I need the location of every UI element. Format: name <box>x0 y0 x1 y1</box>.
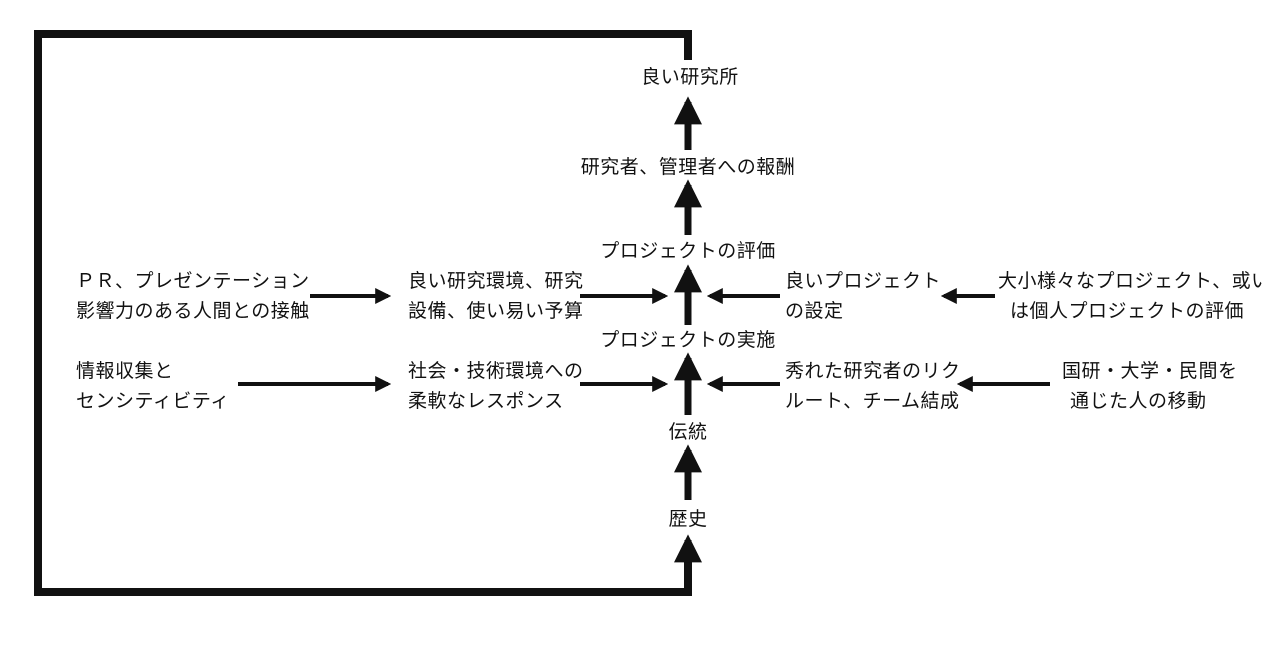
mobility-line-1: 国研・大学・民間を <box>1062 360 1238 382</box>
project-setting-box: 良いプロジェクト の設定 <box>785 266 941 326</box>
pr-line-1: ＰＲ、プレゼンテーション <box>76 270 310 292</box>
proj-eval-line-2: は個人プロジェクトの評価 <box>1010 300 1245 322</box>
response-line-1: 社会・技術環境への <box>408 360 584 382</box>
setting-line-1: 良いプロジェクト <box>785 270 942 292</box>
recruit-line-1: 秀れた研究者のリク <box>785 360 961 382</box>
info-line-2: センシティビティ <box>76 390 230 412</box>
people-mobility-box: 国研・大学・民間を 通じた人の移動 <box>1062 356 1238 416</box>
feedback-loop-frame <box>34 30 692 596</box>
tradition-label: 伝統 <box>668 421 708 443</box>
flexible-response-box: 社会・技術環境への 柔軟なレスポンス <box>408 356 584 416</box>
env-line-1: 良い研究環境、研究 <box>408 270 584 292</box>
pr-line-2: 影響力のある人間との接触 <box>76 300 310 322</box>
setting-line-2: の設定 <box>785 300 844 322</box>
proj-eval-line-1: 大小様々なプロジェクト、或い <box>998 270 1263 292</box>
research-environment-box: 良い研究環境、研究 設備、使い易い予算 <box>408 266 584 326</box>
reward-label: 研究者、管理者への報酬 <box>580 156 796 178</box>
good-lab-label: 良い研究所 <box>641 66 739 88</box>
recruitment-box: 秀れた研究者のリク ルート、チーム結成 <box>785 356 961 416</box>
project-evaluation-box: 大小様々なプロジェクト、或い は個人プロジェクトの評価 <box>998 266 1263 326</box>
info-line-1: 情報収集と <box>76 360 174 382</box>
pr-presentation-box: ＰＲ、プレゼンテーション 影響力のある人間との接触 <box>76 266 310 326</box>
mobility-line-2: 通じた人の移動 <box>1070 390 1207 412</box>
info-gathering-box: 情報収集と センシティビティ <box>76 356 230 416</box>
recruit-line-2: ルート、チーム結成 <box>785 390 960 412</box>
env-line-2: 設備、使い易い予算 <box>408 300 584 322</box>
implementation-label: プロジェクトの実施 <box>600 329 776 351</box>
evaluation-label: プロジェクトの評価 <box>600 240 776 262</box>
response-line-2: 柔軟なレスポンス <box>408 390 564 412</box>
history-label: 歴史 <box>668 508 708 530</box>
